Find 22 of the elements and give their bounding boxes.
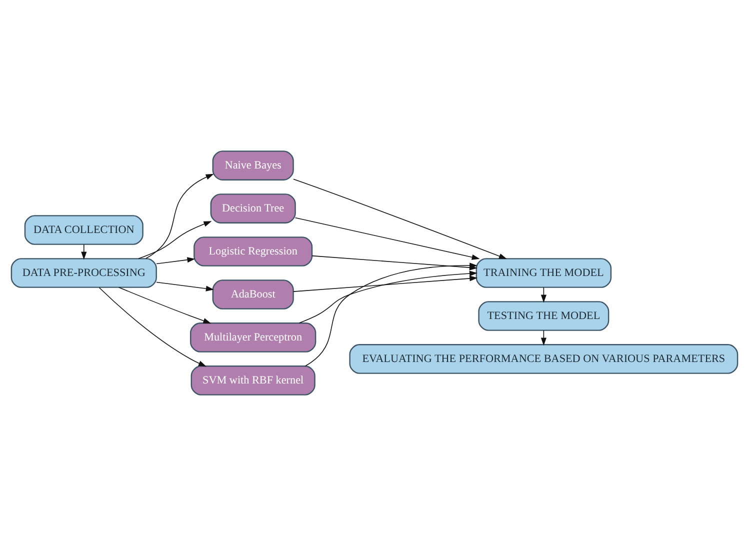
node-box: Decision Tree (210, 194, 296, 224)
arrow (81, 244, 87, 260)
arrow (293, 178, 507, 260)
node-box: AdaBoost (212, 280, 294, 310)
node-box: DATA COLLECTION (24, 215, 144, 245)
arrow (298, 270, 478, 324)
arrow (145, 174, 214, 259)
node-box: TESTING THE MODEL (478, 301, 610, 331)
arrow (293, 276, 478, 292)
node-box: TRAINING THE MODEL (476, 258, 612, 288)
node-box: Multilayer Perceptron (190, 322, 316, 352)
arrow (98, 287, 206, 367)
node-box: Naive Bayes (212, 150, 294, 180)
arrow (156, 257, 196, 264)
arrow (138, 221, 212, 259)
node-box: Logistic Regression (194, 236, 313, 266)
node-box: EVALUATING THE PERFORMANCE BASED ON VARIOUS PARAMETERS (349, 344, 738, 374)
node-box: SVM with RBF kernel (190, 366, 316, 396)
arrow (156, 282, 214, 292)
node-box: DATA PRE-PROCESSING (10, 258, 157, 288)
arrow (118, 286, 212, 324)
arrow (294, 217, 480, 260)
